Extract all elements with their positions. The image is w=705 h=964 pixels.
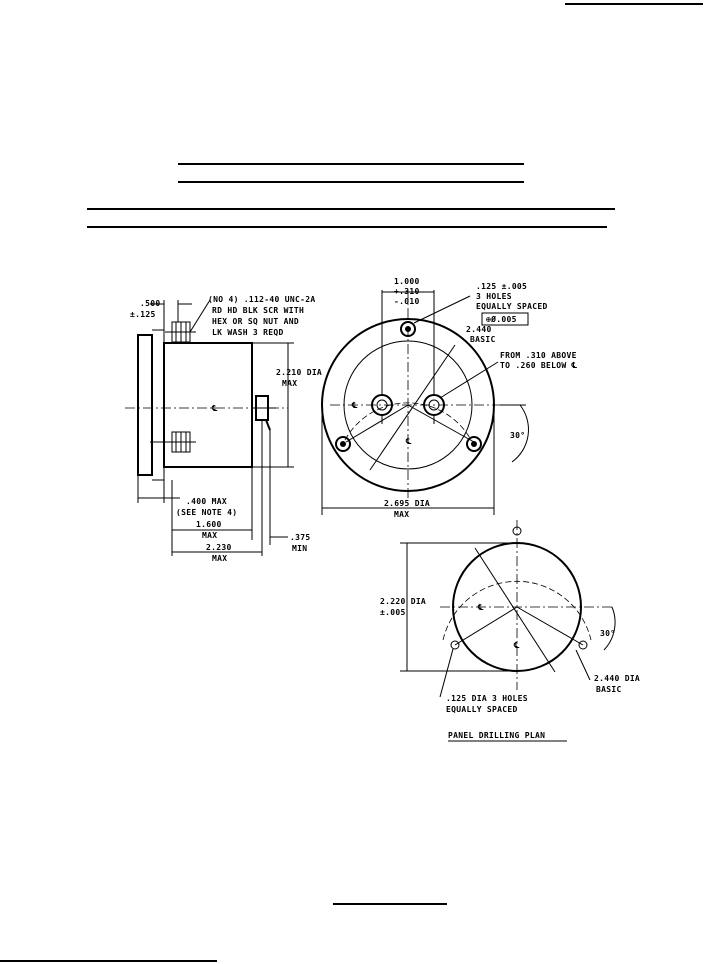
drilling-centerline-symbol-left: ℄	[477, 603, 484, 612]
dim-400-line-1: .400 MAX	[186, 497, 227, 506]
front-mounting-hole-right	[466, 436, 482, 452]
drilling-hole-top	[512, 526, 522, 536]
dim-400-line-2: (SEE NOTE 4)	[176, 508, 237, 517]
hole-note-line-2: 3 HOLES	[476, 292, 512, 301]
drilling-plan-caption: PANEL DRILLING PLAN	[448, 731, 545, 740]
drilling-hole-right	[578, 640, 588, 650]
header-rule-top-right	[565, 3, 703, 5]
front-dia-label-2: MAX	[394, 510, 409, 519]
side-flange	[137, 334, 153, 476]
drilling-angle-label: 30°	[600, 629, 615, 638]
dim-1600-line-1: 1.600	[196, 520, 222, 529]
screw-note-line-3: HEX OR SQ NUT AND	[212, 317, 299, 326]
front-terminal-right	[423, 394, 445, 424]
title-rule-4	[87, 226, 607, 228]
side-centerline-symbol: ℄	[211, 404, 218, 413]
basic-label-2: BASIC	[470, 335, 496, 344]
screw-bottom	[150, 431, 196, 453]
drilling-bc-label-1: 2.440 DIA	[594, 674, 640, 683]
dim-375-line-1: .375	[290, 533, 310, 542]
screw-note-line-1: (NO 4) .112-40 UNC-2A	[208, 295, 315, 304]
title-rule-3	[87, 208, 615, 210]
dim-2230-line-1: 2.230	[206, 543, 232, 552]
front-mounting-hole-left	[335, 436, 351, 452]
drilling-bc-label-2: BASIC	[596, 685, 622, 694]
hole-tolerance: ⊕Ø.005	[486, 314, 517, 324]
dim-1000-line-1: 1.000	[394, 277, 420, 286]
dim-1000-line-3: -.010	[394, 297, 420, 306]
drilling-dia-label-1: 2.220 DIA	[380, 597, 426, 606]
panel-drilling-plan: ℄ ℄ 2.220 DIA ±.005 30° 2.440 DIA BASIC …	[380, 520, 640, 742]
from-note-line-2: TO .260 BELOW ℄	[500, 361, 578, 370]
drilling-holes-label-2: EQUALLY SPACED	[446, 705, 518, 714]
footnote-rule	[0, 960, 217, 962]
drilling-hole-left	[450, 640, 460, 650]
screw-note-line-4: LK WASH 3 REQD	[212, 328, 284, 337]
side-dia-label-2: MAX	[282, 379, 297, 388]
dim-375-line-2: MIN	[292, 544, 307, 553]
hole-tolerance-frame	[481, 312, 529, 326]
hole-note-line-3: EQUALLY SPACED	[476, 302, 548, 311]
front-centerline-symbol-bottom: ℄	[405, 437, 412, 446]
hole-note-line-1: .125 ±.005	[476, 282, 527, 291]
front-angle-label: 30°	[510, 431, 525, 440]
dim-1600-line-2: MAX	[202, 531, 217, 540]
front-dia-label-1: 2.695 DIA	[384, 499, 430, 508]
side-body	[163, 342, 253, 468]
basic-label-1: 2.440	[466, 325, 492, 334]
drilling-centerline-symbol-bottom: ℄	[513, 641, 520, 650]
front-view: ℄ ℄ 1.000 +.310 -.010 .125 ±.005 3 HOLES…	[321, 277, 578, 519]
dim-500: .500	[140, 299, 160, 308]
front-mounting-hole-top	[400, 321, 416, 337]
title-rule-2	[178, 181, 524, 183]
side-dia-label-1: 2.210 DIA	[276, 368, 322, 377]
from-note-line-1: FROM .310 ABOVE	[500, 351, 577, 360]
title-rule-1	[178, 163, 524, 165]
dim-125-tolerance: ±.125	[130, 310, 156, 319]
drilling-holes-label-1: .125 DIA 3 HOLES	[446, 694, 528, 703]
dim-1000-line-2: +.310	[394, 287, 420, 296]
page-number-rule	[333, 903, 447, 905]
screw-top	[165, 321, 196, 343]
front-centerline-symbol-left: ℄	[351, 401, 358, 410]
side-view: ℄ .500 ±.125 (NO 4) .112-40 UNC-2A RD HD…	[125, 295, 322, 563]
dim-2230-line-2: MAX	[212, 554, 227, 563]
screw-note-line-2: RD HD BLK SCR WITH	[212, 306, 304, 315]
front-terminal-left	[371, 394, 393, 424]
drilling-dia-label-2: ±.005	[380, 608, 406, 617]
terminal-stud	[252, 395, 276, 431]
